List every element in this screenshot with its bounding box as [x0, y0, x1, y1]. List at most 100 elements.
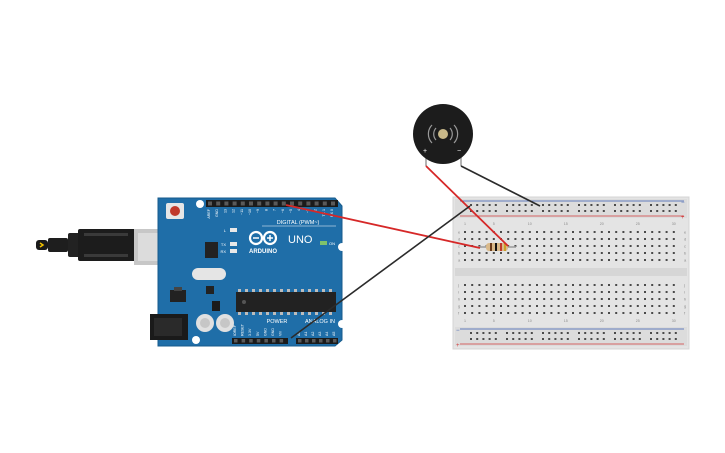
- breadboard-hole[interactable]: [579, 305, 582, 307]
- breadboard-hole[interactable]: [543, 245, 546, 247]
- breadboard-hole[interactable]: [528, 298, 531, 300]
- breadboard-hole[interactable]: [644, 305, 646, 307]
- breadboard-hole[interactable]: [636, 284, 639, 286]
- breadboard-hole[interactable]: [557, 259, 560, 261]
- breadboard-hole[interactable]: [478, 259, 481, 261]
- breadboard-hole[interactable]: [658, 238, 661, 240]
- header-pin[interactable]: [298, 339, 302, 343]
- breadboard-hole[interactable]: [464, 252, 466, 254]
- breadboard-hole[interactable]: [478, 231, 481, 233]
- breadboard-hole[interactable]: [636, 305, 639, 307]
- breadboard-hole[interactable]: [470, 204, 472, 206]
- breadboard-hole[interactable]: [650, 332, 652, 334]
- breadboard-hole[interactable]: [572, 312, 574, 314]
- breadboard-hole[interactable]: [615, 312, 618, 314]
- breadboard-hole[interactable]: [638, 338, 641, 340]
- breadboard-hole[interactable]: [600, 259, 603, 261]
- breadboard-hole[interactable]: [548, 204, 551, 206]
- breadboard-hole[interactable]: [586, 259, 589, 261]
- breadboard-hole[interactable]: [550, 231, 553, 233]
- breadboard-hole[interactable]: [629, 231, 632, 233]
- breadboard-hole[interactable]: [507, 231, 510, 233]
- header-pin[interactable]: [306, 201, 311, 206]
- breadboard-hole[interactable]: [528, 245, 531, 247]
- breadboard-hole[interactable]: [548, 338, 551, 340]
- breadboard-hole[interactable]: [550, 252, 553, 254]
- breadboard-hole[interactable]: [672, 305, 675, 307]
- breadboard-hole[interactable]: [550, 291, 553, 293]
- breadboard-hole[interactable]: [622, 238, 625, 240]
- breadboard-hole[interactable]: [557, 312, 560, 314]
- breadboard-hole[interactable]: [608, 312, 610, 314]
- breadboard-hole[interactable]: [578, 338, 580, 340]
- breadboard-hole[interactable]: [579, 245, 582, 247]
- breadboard-hole[interactable]: [636, 252, 639, 254]
- breadboard-hole[interactable]: [672, 291, 675, 293]
- breadboard-hole[interactable]: [629, 238, 632, 240]
- breadboard-hole[interactable]: [596, 204, 599, 206]
- breadboard-hole[interactable]: [471, 252, 474, 254]
- breadboard-hole[interactable]: [672, 284, 675, 286]
- breadboard-hole[interactable]: [674, 338, 677, 340]
- breadboard-hole[interactable]: [622, 298, 625, 300]
- breadboard-hole[interactable]: [464, 305, 466, 307]
- breadboard-hole[interactable]: [593, 284, 596, 286]
- header-pin[interactable]: [305, 339, 309, 343]
- header-pin[interactable]: [257, 201, 262, 206]
- breadboard-hole[interactable]: [651, 291, 654, 293]
- breadboard-hole[interactable]: [554, 204, 557, 206]
- breadboard-hole[interactable]: [600, 231, 603, 233]
- header-pin[interactable]: [249, 201, 253, 206]
- breadboard-hole[interactable]: [507, 284, 510, 286]
- breadboard-hole[interactable]: [500, 252, 502, 254]
- breadboard-hole[interactable]: [492, 259, 495, 261]
- breadboard-hole[interactable]: [476, 338, 479, 340]
- breadboard-hole[interactable]: [543, 252, 546, 254]
- breadboard-hole[interactable]: [579, 259, 582, 261]
- breadboard-hole[interactable]: [470, 332, 472, 334]
- breadboard-hole[interactable]: [586, 252, 589, 254]
- breadboard-hole[interactable]: [543, 259, 546, 261]
- breadboard-hole[interactable]: [602, 332, 605, 334]
- breadboard-hole[interactable]: [600, 252, 603, 254]
- breadboard-hole[interactable]: [600, 245, 603, 247]
- header-pin[interactable]: [290, 201, 294, 206]
- breadboard-hole[interactable]: [536, 252, 538, 254]
- breadboard-hole[interactable]: [506, 204, 508, 206]
- breadboard-hole[interactable]: [566, 332, 569, 334]
- breadboard-hole[interactable]: [514, 305, 517, 307]
- breadboard-hole[interactable]: [602, 210, 605, 212]
- breadboard-hole[interactable]: [644, 259, 646, 261]
- breadboard-hole[interactable]: [651, 252, 654, 254]
- breadboard-hole[interactable]: [560, 204, 563, 206]
- breadboard-hole[interactable]: [586, 291, 589, 293]
- breadboard-hole[interactable]: [485, 238, 488, 240]
- breadboard-hole[interactable]: [476, 210, 479, 212]
- breadboard-hole[interactable]: [482, 210, 485, 212]
- breadboard-hole[interactable]: [471, 298, 474, 300]
- breadboard-hole[interactable]: [593, 298, 596, 300]
- breadboard-hole[interactable]: [492, 298, 495, 300]
- breadboard-hole[interactable]: [636, 259, 639, 261]
- breadboard-hole[interactable]: [665, 298, 668, 300]
- breadboard-hole[interactable]: [626, 332, 629, 334]
- breadboard-hole[interactable]: [518, 338, 521, 340]
- breadboard-hole[interactable]: [557, 245, 560, 247]
- breadboard-hole[interactable]: [536, 245, 538, 247]
- breadboard-hole[interactable]: [536, 259, 538, 261]
- breadboard-hole[interactable]: [586, 298, 589, 300]
- header-pin[interactable]: [319, 339, 323, 343]
- breadboard-hole[interactable]: [584, 204, 587, 206]
- breadboard-hole[interactable]: [543, 231, 546, 233]
- breadboard-hole[interactable]: [578, 204, 580, 206]
- breadboard-hole[interactable]: [557, 298, 560, 300]
- breadboard-hole[interactable]: [665, 238, 668, 240]
- breadboard-hole[interactable]: [564, 259, 567, 261]
- breadboard-hole[interactable]: [620, 204, 623, 206]
- breadboard-hole[interactable]: [518, 332, 521, 334]
- breadboard-hole[interactable]: [485, 252, 488, 254]
- breadboard-hole[interactable]: [488, 338, 491, 340]
- breadboard-hole[interactable]: [644, 252, 646, 254]
- breadboard-hole[interactable]: [600, 291, 603, 293]
- header-pin[interactable]: [234, 339, 238, 343]
